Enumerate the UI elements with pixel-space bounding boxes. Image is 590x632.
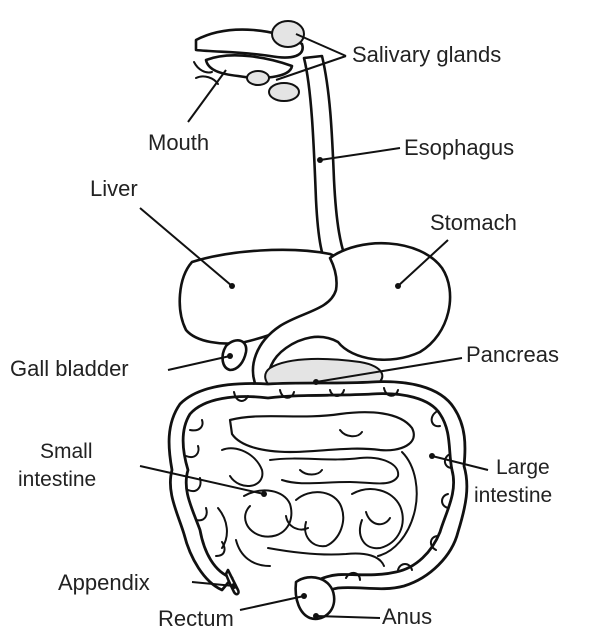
label-small-intestine-line2: intestine [18,468,96,491]
salivary-gland-middle [247,71,269,85]
label-mouth: Mouth [148,130,209,155]
salivary-gland-bottom [269,83,299,101]
dot-stomach [395,283,401,289]
label-liver: Liver [90,176,138,201]
leader-gall-bladder [168,356,230,370]
dot-pancreas [313,379,319,385]
leader-rectum [240,596,304,610]
salivary-gland-top [272,21,304,47]
leader-anus [316,616,380,618]
label-esophagus: Esophagus [404,135,514,160]
head-region [194,21,304,101]
dot-anus [313,613,319,619]
appendix-organ [226,570,239,594]
dot-gall-bladder [227,353,233,359]
label-large-intestine-line1: Large [496,456,550,479]
dot-esophagus [317,157,323,163]
label-rectum: Rectum [158,606,234,631]
dot-appendix [231,583,237,589]
label-stomach: Stomach [430,210,517,235]
rectum-organ [296,577,335,619]
dot-rectum [301,593,307,599]
dot-liver [229,283,235,289]
label-pancreas: Pancreas [466,342,559,367]
dot-large-intestine [429,453,435,459]
gall-bladder-organ [223,340,247,370]
dot-small-intestine [261,491,267,497]
leader-small-intestine [140,466,264,494]
label-anus: Anus [382,604,432,629]
label-gall-bladder: Gall bladder [10,356,129,381]
small-intestine-organ [218,412,417,566]
label-salivary-glands: Salivary glands [352,42,501,67]
label-small-intestine-line1: Small [40,440,93,463]
esophagus-tube [304,56,350,272]
label-large-intestine-line2: intestine [474,484,552,507]
label-appendix: Appendix [58,570,150,595]
